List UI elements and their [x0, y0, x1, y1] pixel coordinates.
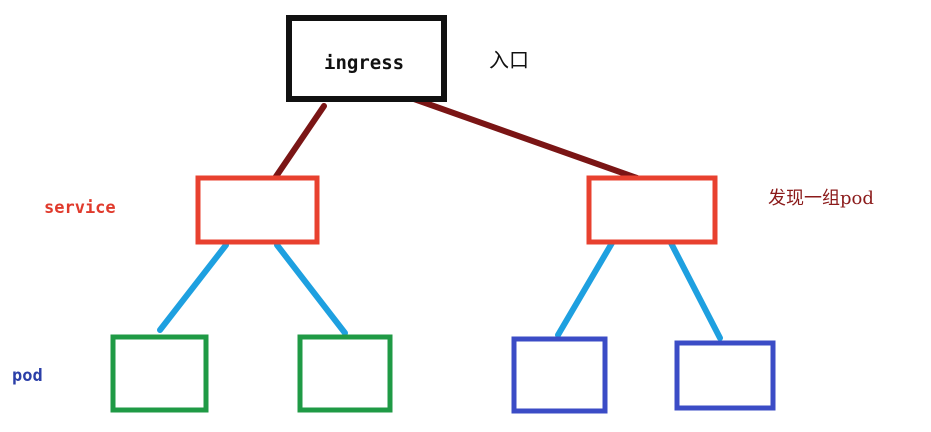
edge-service-left-to-pod-2 — [274, 242, 348, 336]
edge-service-left-to-pod-1 — [157, 242, 229, 333]
service-label: service — [44, 198, 116, 218]
pod-box-2 — [297, 334, 393, 413]
ingress-label: ingress — [324, 52, 405, 74]
edge-service-right-to-pod-3 — [555, 240, 615, 338]
edge-ingress-to-service-right — [411, 96, 640, 181]
edge-service-right-to-pod-4 — [668, 240, 723, 341]
pod-label: pod — [12, 366, 43, 386]
pod-box-1 — [110, 334, 209, 413]
pod-box-3 — [511, 336, 608, 414]
service-box-right — [586, 175, 718, 245]
entrance-annotation: 入口 — [489, 48, 529, 72]
edge-ingress-to-service-left — [272, 103, 327, 181]
service-box-left — [195, 175, 320, 245]
pod-box-4 — [674, 340, 776, 411]
ingress-box — [286, 15, 447, 102]
discover-pods-annotation: 发现一组pod — [768, 188, 874, 209]
